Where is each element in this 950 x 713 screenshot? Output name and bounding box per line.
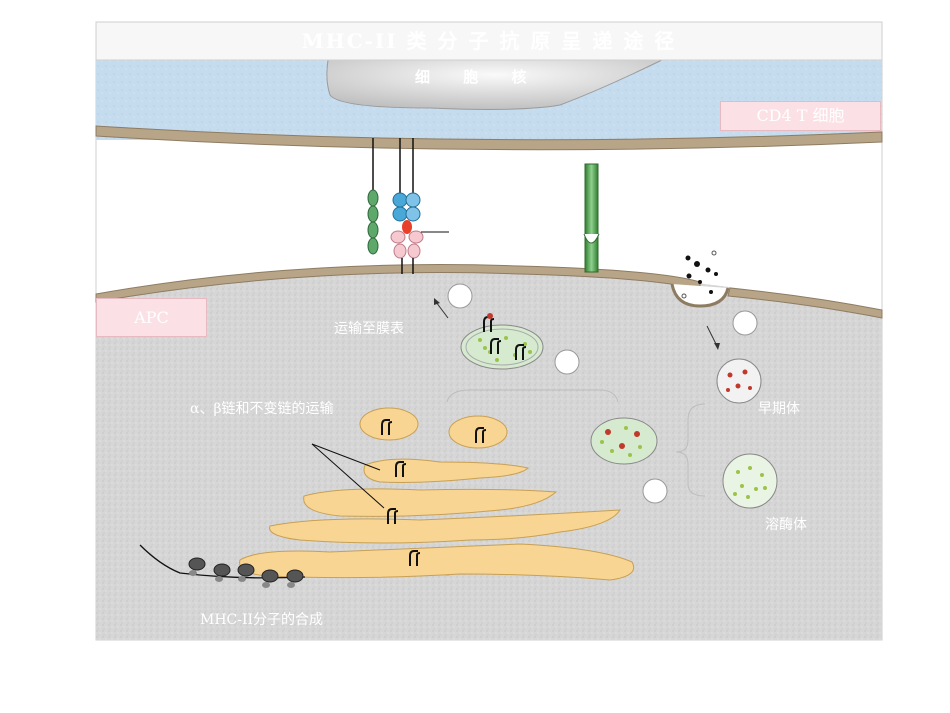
lysosome-label: 溶酶体 — [765, 517, 807, 533]
nucleus — [326, 59, 663, 110]
cd4-icon — [583, 163, 600, 273]
pointer-line-1 — [311, 443, 381, 471]
apc-label-box — [96, 298, 207, 337]
apc-cytoplasm — [96, 268, 882, 640]
cd4-cell-label: CD4 T 细胞 — [756, 106, 845, 125]
pointer-line-2 — [311, 443, 385, 509]
transport-label: 运输至膜表 — [334, 321, 404, 337]
endocytosis-pocket — [670, 283, 730, 308]
surface-peptide — [483, 313, 495, 333]
cd4-label-box — [720, 101, 881, 131]
transport-arrow — [435, 301, 449, 319]
peptide-icon — [402, 220, 412, 234]
antigen-particles — [681, 250, 718, 299]
ab-chain-label: α、β链和不变链的运输 — [190, 401, 334, 417]
endosome-label: 早期体 — [758, 401, 800, 417]
apc-membrane-right — [727, 287, 883, 319]
ribosome-icon — [188, 557, 304, 588]
bracket-right — [675, 403, 706, 497]
golgi-er — [239, 407, 635, 581]
synthesis-label: MHC-II分子的合成 — [200, 612, 324, 628]
vesicle-mixed — [590, 417, 658, 465]
t-cell-membrane — [95, 125, 883, 151]
tcr-icon — [367, 138, 421, 255]
endosome — [716, 358, 762, 404]
diagram-title: MHC-II 类 分 子 抗 原 呈 递 途 径 — [301, 29, 677, 53]
lysosome — [722, 453, 778, 509]
bracket-top — [446, 389, 619, 403]
title-bar — [95, 21, 883, 61]
nucleus-label: 细 胞 核 — [415, 68, 541, 86]
mhc-ii-icon — [390, 230, 424, 274]
apc-label: APC — [134, 308, 169, 327]
vesicle-surface — [460, 324, 544, 370]
